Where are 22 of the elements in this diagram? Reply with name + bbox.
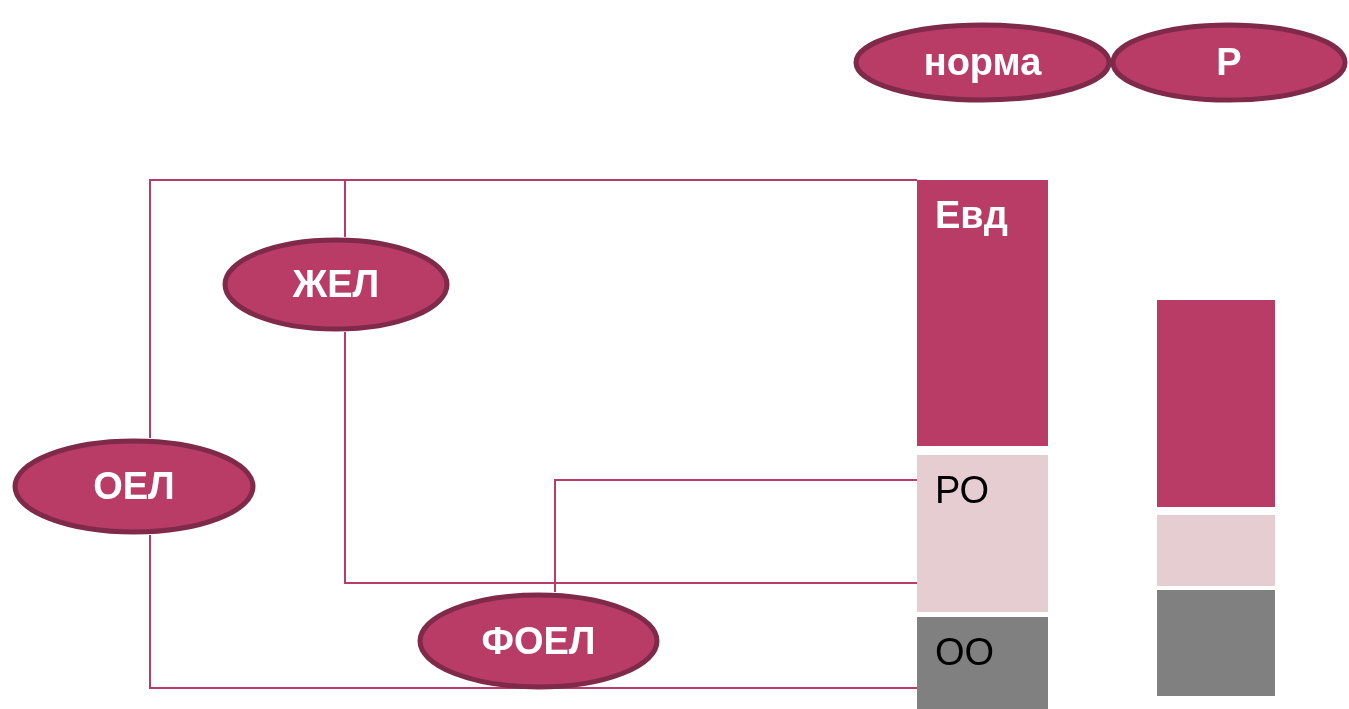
volume-bar	[1157, 590, 1275, 696]
volume-bar	[917, 455, 1048, 612]
ellipse-label	[12, 438, 256, 535]
ellipse-text: Р	[1216, 41, 1242, 84]
ellipse-label	[222, 237, 450, 332]
ellipse-label	[417, 592, 660, 690]
ellipse-text: норма	[923, 41, 1042, 84]
ellipse-label	[853, 22, 1112, 103]
volume-bar	[917, 180, 1048, 446]
volume-bar	[1157, 300, 1275, 507]
bar-label: ОО	[935, 631, 995, 674]
bracket-line	[149, 534, 918, 689]
volume-bar	[1157, 515, 1275, 586]
bar-label: РО	[935, 469, 990, 512]
bracket-line	[344, 331, 918, 584]
ellipse-text: ОЕЛ	[93, 465, 175, 508]
ellipse-label	[1110, 22, 1348, 103]
ellipse-text: ЖЕЛ	[292, 263, 380, 306]
bar-label: Евд	[935, 194, 1008, 237]
volume-bar	[917, 617, 1048, 709]
bracket-line	[554, 479, 918, 593]
ellipse-text: ФОЕЛ	[481, 619, 596, 663]
